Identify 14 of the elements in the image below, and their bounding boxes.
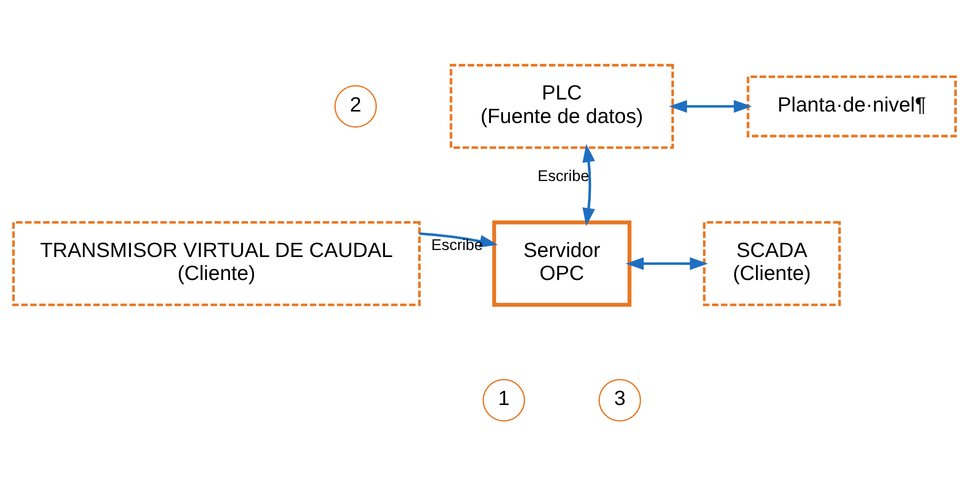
node-circle: 2 bbox=[334, 85, 377, 128]
arrow bbox=[668, 100, 752, 113]
node-box: Servidor OPC bbox=[492, 220, 632, 307]
node-box: Planta·de·nivel¶ bbox=[746, 75, 957, 138]
node-box: SCADA (Cliente) bbox=[702, 221, 841, 306]
edge-label: Escribe bbox=[538, 168, 590, 185]
node-circle: 1 bbox=[482, 378, 526, 422]
edge-label: Escribe bbox=[431, 236, 483, 254]
arrow bbox=[582, 144, 596, 226]
arrow bbox=[419, 232, 498, 248]
node-box: PLC (Fuente de datos) bbox=[450, 64, 674, 149]
node-circle: 3 bbox=[598, 378, 642, 422]
arrow bbox=[626, 257, 708, 270]
node-box: TRANSMISOR VIRTUAL DE CAUDAL (Cliente) bbox=[12, 221, 421, 306]
